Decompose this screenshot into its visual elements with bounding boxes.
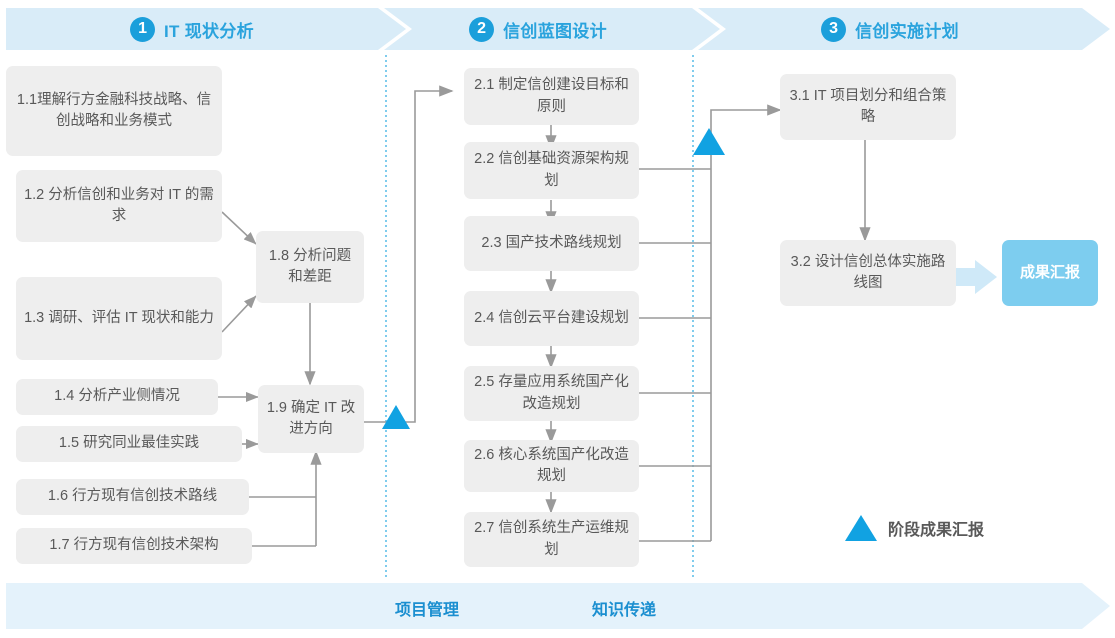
phase-number-2: 2 xyxy=(469,16,495,42)
phase-number-1: 1 xyxy=(130,16,156,42)
node-1-2[interactable]: 1.2 分析信创和业务对 IT 的需求 xyxy=(16,170,222,242)
node-2-4[interactable]: 2.4 信创云平台建设规划 xyxy=(464,291,639,346)
node-2-6[interactable]: 2.6 核心系统国产化改造规划 xyxy=(464,440,639,492)
node-2-3[interactable]: 2.3 国产技术路线规划 xyxy=(464,216,639,271)
result-arrow xyxy=(952,260,997,294)
result-badge-label: 成果汇报 xyxy=(1019,264,1080,282)
phase-label-1: IT 现状分析 xyxy=(164,21,254,41)
node-3-2[interactable]: 3.2 设计信创总体实施路线图 xyxy=(780,240,956,306)
node-1-8[interactable]: 1.8 分析问题和差距 xyxy=(256,231,364,303)
node-2-7[interactable]: 2.7 信创系统生产运维规划 xyxy=(464,512,639,567)
legend-triangle-icon xyxy=(845,515,877,541)
milestone-triangle-phase1 xyxy=(382,405,410,429)
bottom-label-project-management[interactable]: 项目管理 xyxy=(395,602,460,619)
legend-label: 阶段成果汇报 xyxy=(888,522,985,539)
phase-number-3: 3 xyxy=(821,16,847,42)
phase-label-3: 信创实施计划 xyxy=(855,21,959,41)
node-2-2[interactable]: 2.2 信创基础资源架构规划 xyxy=(464,142,639,199)
phase-label-2: 信创蓝图设计 xyxy=(503,21,607,41)
node-3-1[interactable]: 3.1 IT 项目划分和组合策略 xyxy=(780,74,956,140)
node-1-6[interactable]: 1.6 行方现有信创技术路线 xyxy=(16,479,249,515)
legend: 阶段成果汇报 xyxy=(845,515,984,541)
node-1-3[interactable]: 1.3 调研、评估 IT 现状和能力 xyxy=(16,277,222,360)
node-1-1[interactable]: 1.1理解行方金融科技战略、信创战略和业务模式 xyxy=(6,66,222,156)
bottom-label-knowledge-transfer[interactable]: 知识传递 xyxy=(592,602,657,619)
result-badge[interactable]: 成果汇报 xyxy=(1002,240,1098,306)
phase-header-2[interactable]: 2 信创蓝图设计 xyxy=(384,8,720,50)
phase-header-3[interactable]: 3 信创实施计划 xyxy=(698,8,1110,50)
node-1-7[interactable]: 1.7 行方现有信创技术架构 xyxy=(16,528,252,564)
node-2-5[interactable]: 2.5 存量应用系统国产化改造规划 xyxy=(464,366,639,421)
node-1-5[interactable]: 1.5 研究同业最佳实践 xyxy=(16,426,242,462)
milestone-triangle-phase2 xyxy=(693,128,725,155)
node-1-9[interactable]: 1.9 确定 IT 改进方向 xyxy=(258,385,364,453)
node-2-1[interactable]: 2.1 制定信创建设目标和原则 xyxy=(464,68,639,125)
phase-header-1[interactable]: 1 IT 现状分析 xyxy=(6,8,406,50)
node-1-4[interactable]: 1.4 分析产业侧情况 xyxy=(16,379,218,415)
bottom-bar xyxy=(6,583,1110,629)
